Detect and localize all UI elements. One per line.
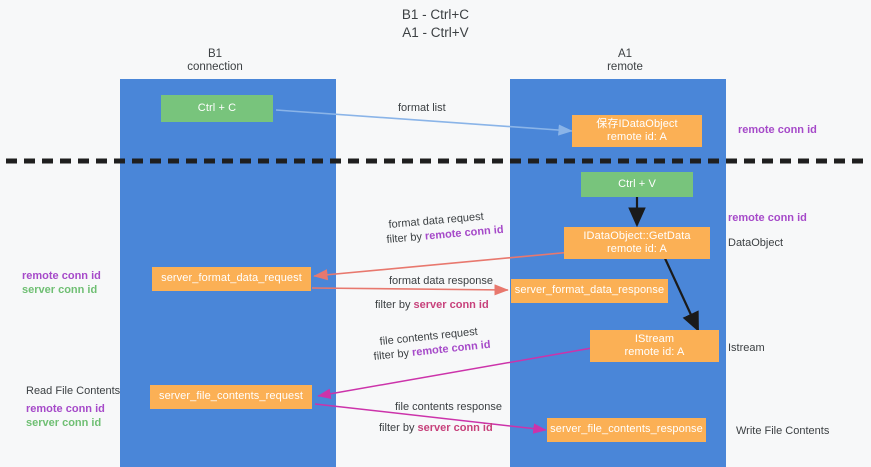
node-server-format-data-response-label: server_format_data_response: [514, 284, 665, 297]
node-server-file-contents-request[interactable]: server_file_contents_request: [150, 385, 312, 409]
node-ctrl-v[interactable]: Ctrl + V: [581, 172, 693, 197]
annotation-remote-conn-id-mid: remote conn id: [728, 212, 807, 224]
edge-label-file-contents-response-filter: filter by server conn id: [379, 421, 493, 435]
node-server-file-contents-request-label: server_file_contents_request: [158, 390, 304, 403]
node-server-file-contents-response[interactable]: server_file_contents_response: [547, 418, 706, 442]
node-istream[interactable]: IStream remote id: A: [590, 330, 719, 362]
lane-header-b1-line1: B1: [207, 48, 223, 60]
node-idataobject-getdata-label: IDataObject::GetData: [583, 229, 691, 242]
annotation-istream: Istream: [728, 342, 765, 354]
annotation-dataobject: DataObject: [728, 237, 784, 249]
annotation-write-file-contents: Write File Contents: [736, 425, 830, 437]
node-server-format-data-request[interactable]: server_format_data_request: [152, 267, 311, 291]
annotation-left-server-conn-id-2: server conn id: [26, 417, 102, 429]
filter-key-server-conn-id: server conn id: [413, 299, 489, 311]
node-ctrl-c-label: Ctrl + C: [197, 101, 237, 114]
filter-prefix: filter by: [379, 422, 418, 434]
lane-header-a1-line2: remote: [607, 61, 643, 73]
lane-header-a1: A1 remote: [555, 48, 695, 74]
annotation-left-remote-conn-id: remote conn id: [22, 270, 101, 282]
title-line-2: A1 - Ctrl+V: [402, 25, 469, 40]
node-save-idataobject[interactable]: 保存IDataObject remote id: A: [572, 115, 702, 147]
node-server-format-data-response[interactable]: server_format_data_response: [511, 279, 668, 303]
title-line-1: B1 - Ctrl+C: [401, 7, 470, 22]
annotation-remote-conn-id-top: remote conn id: [738, 124, 817, 136]
node-idataobject-getdata-sub: remote id: A: [607, 243, 667, 255]
annotation-left-remote-conn-id-2: remote conn id: [26, 403, 105, 415]
node-server-file-contents-response-label: server_file_contents_response: [550, 423, 703, 436]
node-ctrl-v-label: Ctrl + V: [618, 177, 656, 190]
node-idataobject-getdata[interactable]: IDataObject::GetData remote id: A: [564, 227, 710, 259]
lane-header-b1-line2: connection: [187, 61, 243, 73]
node-istream-label: IStream: [634, 332, 675, 345]
node-istream-sub: remote id: A: [624, 346, 685, 358]
edge-label-format-list: format list: [398, 102, 446, 114]
node-save-idataobject-sub: remote id: A: [607, 131, 667, 143]
edge-label-format-data-response-filter: filter by server conn id: [375, 298, 489, 312]
node-save-idataobject-label: 保存IDataObject: [596, 117, 678, 130]
lane-header-b1: B1 connection: [145, 48, 285, 74]
edge-label-file-contents-response: file contents response: [395, 401, 503, 413]
diagram-title: B1 - Ctrl+C A1 - Ctrl+V: [0, 6, 871, 42]
filter-key-server-conn-id: server conn id: [417, 422, 493, 434]
filter-prefix: filter by: [375, 299, 414, 311]
node-ctrl-c[interactable]: Ctrl + C: [161, 95, 273, 122]
annotation-left-server-conn-id: server conn id: [22, 284, 98, 296]
filter-prefix: filter by: [373, 346, 413, 363]
node-server-format-data-request-label: server_format_data_request: [161, 272, 302, 285]
edge-format-data-response: [311, 284, 509, 296]
lane-header-a1-line1: A1: [617, 48, 633, 60]
annotation-read-file-contents: Read File Contents: [26, 385, 121, 397]
filter-prefix: filter by: [386, 230, 426, 246]
edge-label-format-data-response: format data response: [389, 275, 493, 287]
